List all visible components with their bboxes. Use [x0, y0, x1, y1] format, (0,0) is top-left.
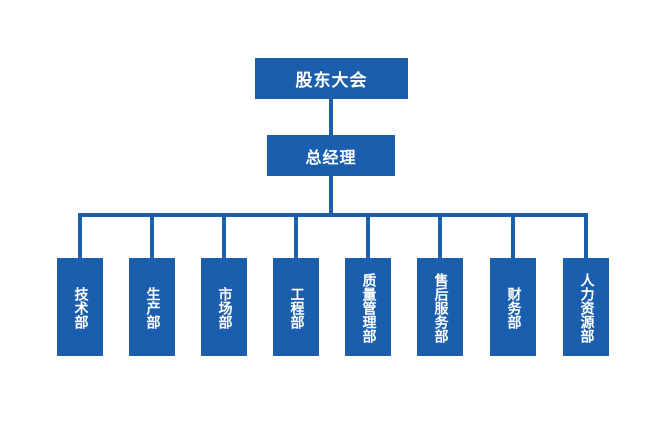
connector-bus-to-department-1 — [78, 213, 82, 260]
node-department-1-label: 技术部 — [72, 287, 89, 329]
node-department-5-label: 质量管理部 — [360, 273, 377, 343]
node-general-manager-label: 总经理 — [305, 147, 357, 167]
connector-bus-to-department-6 — [438, 213, 442, 260]
connector-bus-to-department-5 — [366, 213, 370, 260]
node-department-6-label: 售后服务部 — [432, 273, 449, 343]
connector-bus-to-department-8 — [584, 213, 588, 260]
node-department-5[interactable]: 质量管理部 — [345, 258, 391, 356]
node-department-6[interactable]: 售后服务部 — [417, 258, 463, 356]
node-department-2-label: 生产部 — [144, 287, 161, 329]
connector-horizontal-bus — [78, 213, 587, 217]
node-department-3[interactable]: 市场部 — [201, 258, 247, 356]
connector-bus-to-department-2 — [150, 213, 154, 260]
node-department-4-label: 工程部 — [288, 287, 305, 329]
connector-bus-to-department-3 — [222, 213, 226, 260]
node-department-2[interactable]: 生产部 — [129, 258, 175, 356]
connector-root-to-manager — [329, 98, 333, 136]
node-department-8[interactable]: 人力资源部 — [563, 258, 609, 356]
connector-bus-to-department-4 — [294, 213, 298, 260]
node-shareholders-meeting-label: 股东大会 — [295, 71, 368, 91]
node-department-1[interactable]: 技术部 — [57, 258, 103, 356]
node-department-8-label: 人力资源部 — [578, 273, 595, 343]
node-department-7-label: 财务部 — [505, 287, 522, 329]
node-general-manager[interactable]: 总经理 — [267, 135, 395, 176]
connector-manager-to-bus — [329, 176, 333, 217]
node-department-7[interactable]: 财务部 — [490, 258, 536, 356]
connector-bus-to-department-7 — [511, 213, 515, 260]
node-shareholders-meeting[interactable]: 股东大会 — [255, 58, 408, 99]
node-department-4[interactable]: 工程部 — [273, 258, 319, 356]
node-department-3-label: 市场部 — [216, 287, 233, 329]
